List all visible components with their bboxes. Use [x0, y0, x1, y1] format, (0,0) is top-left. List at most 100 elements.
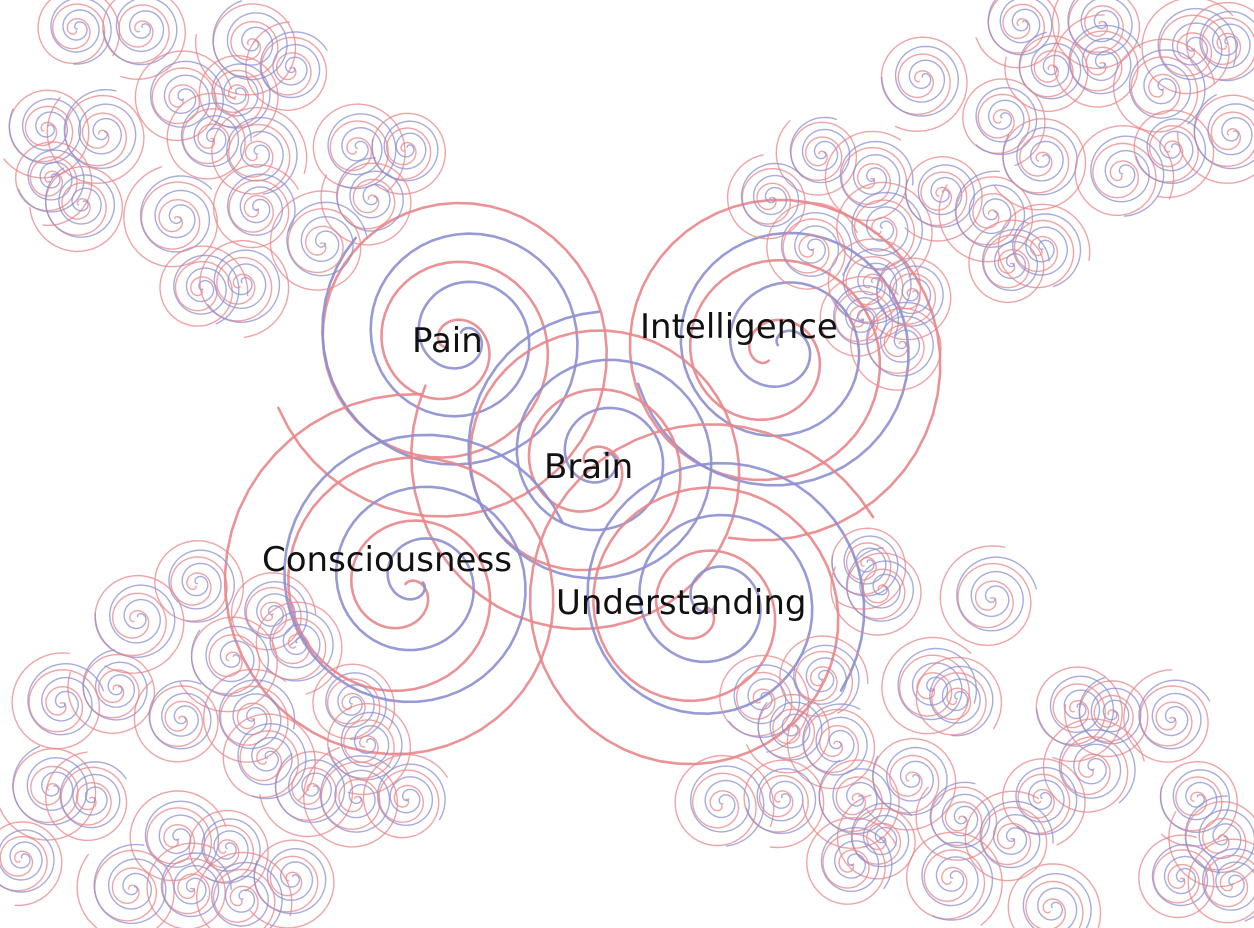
spiral-ornament [981, 228, 1050, 292]
spiral-ornament [123, 166, 219, 268]
spiral-ornament [689, 765, 765, 847]
spiral-ornament [979, 800, 1054, 869]
spiral-ornament [846, 547, 915, 622]
spiral-ornament [964, 790, 1048, 882]
spiral-ornament [180, 102, 252, 168]
spiral-ornament [1138, 834, 1215, 919]
spiral-ornament [3, 89, 90, 179]
spiral-ornament [179, 616, 278, 713]
spiral-ornament [1051, 0, 1141, 70]
spiral-ornament [467, 310, 713, 580]
spiral-ornament [628, 198, 942, 542]
spiral-ornament [44, 167, 116, 238]
spiral-ornament [1018, 31, 1082, 100]
spiral-ornament [881, 45, 960, 117]
spiral-ornament [839, 140, 914, 209]
spiral-ornament [1068, 24, 1141, 95]
spiral-ornament [962, 78, 1046, 167]
spiral-ornament [792, 644, 860, 714]
concept-label-brain: Brain [544, 447, 634, 487]
spiral-ornament [102, 0, 187, 81]
spiral-ornament [728, 664, 801, 738]
spiral-ornament [824, 130, 908, 222]
spiral-ornament [286, 201, 368, 277]
spiral-ornament [222, 713, 316, 801]
spiral-ornament [881, 636, 972, 735]
spiral-ornament [211, 63, 271, 129]
spiral-ornament [29, 165, 124, 253]
spiral-ornament [269, 190, 362, 291]
spiral-ornament [166, 92, 246, 180]
spiral-ornament [249, 839, 335, 928]
spiral-ornament [636, 231, 910, 487]
spiral-ornament [0, 821, 63, 907]
spiral-ornament [133, 680, 219, 763]
spiral-ornament [255, 601, 343, 695]
spiral-ornament [897, 647, 977, 721]
spiral-ornament [17, 149, 85, 213]
spiral-ornament [245, 21, 328, 112]
spiral-ornament [312, 663, 396, 740]
spiral-ornament [168, 549, 236, 623]
spiral-ornament [831, 535, 899, 597]
spiral-ornament [746, 693, 830, 774]
spiral-ornament [371, 120, 439, 182]
concept-label-understanding: Understanding [556, 583, 807, 623]
spiral-ornament [134, 50, 233, 142]
spiral-ornament [335, 157, 404, 232]
spiral-ornament [968, 219, 1045, 304]
spiral-ornament [212, 0, 288, 81]
spiral-ornament [1074, 125, 1175, 216]
spiral-ornament [993, 118, 1087, 211]
spiral-ornament [743, 759, 825, 849]
spiral-ornament [226, 116, 298, 195]
spiral-ornament [319, 755, 391, 833]
spiral-ornament [371, 112, 446, 195]
spiral-ornament [757, 701, 823, 761]
spiral-ornament [1022, 873, 1092, 928]
spiral-ornament [806, 816, 897, 905]
spiral-ornament [1012, 213, 1082, 288]
spiral-ornament [325, 672, 387, 740]
spiral-ornament [880, 36, 968, 132]
spiral-ornament [905, 831, 1003, 926]
spiral-ornament [211, 107, 308, 195]
spiral-ornament [50, 0, 112, 65]
spiral-ornament [1176, 94, 1254, 184]
spiral-ornament [198, 54, 279, 138]
spiral-ornament [259, 31, 328, 99]
spiral-ornament [148, 679, 212, 750]
spiral-ornament [802, 703, 868, 776]
spiral-ornament [195, 851, 293, 928]
spiral-ornament [820, 826, 893, 892]
spiral-ornament [27, 662, 105, 736]
spiral-ornament [212, 163, 299, 249]
spiral-ornament [376, 763, 446, 827]
spiral-ornament [327, 703, 411, 796]
spiral-ornament [199, 239, 290, 339]
spiral-ornament [202, 668, 289, 763]
spiral-ornament [321, 232, 579, 466]
spiral-ornament [159, 245, 249, 327]
spiral-ornament [1053, 14, 1139, 108]
spiral-ornament [201, 818, 261, 884]
spiral-ornament [956, 556, 1037, 632]
spiral-ornament [59, 761, 127, 829]
spiral-ornament [827, 238, 922, 341]
spiral-ornament [129, 790, 227, 882]
spiral-ornament [237, 722, 307, 800]
spiral-ornament [253, 847, 327, 915]
spiral-ornament [149, 60, 225, 131]
spiral-ornament [1193, 94, 1254, 170]
spiral-ornament [146, 842, 226, 928]
spiral-ornament [789, 116, 851, 184]
spiral-ornament [1001, 758, 1086, 846]
spiral-ornament [1064, 680, 1149, 758]
spiral-ornament [1007, 863, 1102, 928]
spiral-ornament [210, 861, 283, 928]
spiral-ornament [819, 275, 899, 357]
spiral-ornament [223, 392, 555, 756]
spiral-ornament [830, 552, 922, 636]
spiral-ornament [63, 88, 137, 170]
spiral-ornament [1184, 795, 1254, 873]
